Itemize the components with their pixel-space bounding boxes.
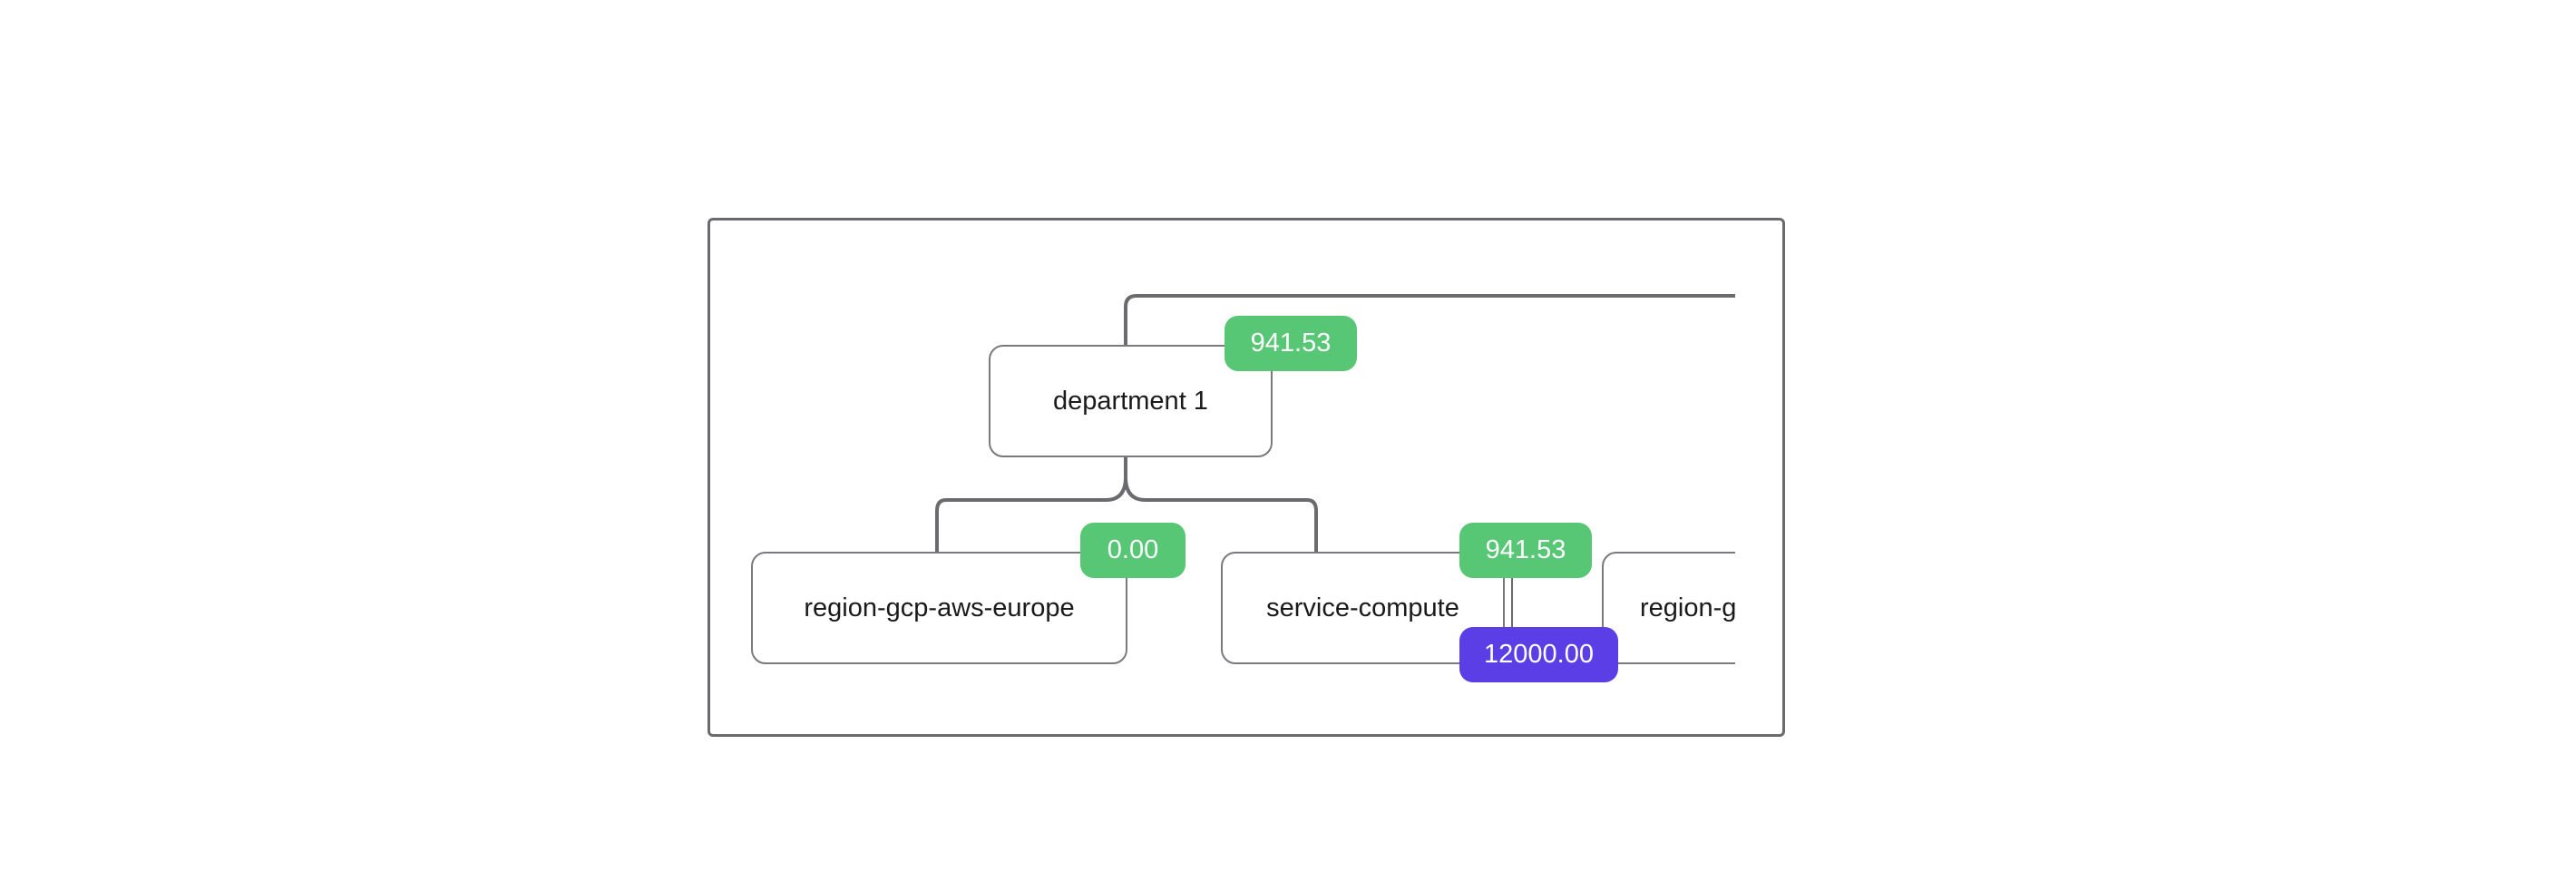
node-region-gcp-aws-europe[interactable]: region-gcp-aws-europe (751, 552, 1127, 664)
node-department-1[interactable]: department 1 (989, 345, 1273, 457)
diagram-viewport[interactable]: department 1 941.53 region-gcp-aws-europ… (710, 220, 1735, 734)
node-service-compute-label: service-compute (1266, 593, 1459, 622)
badge-service-compute-value: 941.53 (1459, 523, 1592, 578)
connector-department-service-compute (1124, 476, 1318, 552)
badge-region-gcp-aws-europe-value: 0.00 (1080, 523, 1186, 578)
connector-lines (935, 294, 1735, 632)
node-service-compute[interactable]: service-compute (1221, 552, 1505, 664)
badge-department-1-value: 941.53 (1225, 316, 1357, 371)
badge-service-compute-budget: 12000.00 (1459, 627, 1618, 682)
connector-root-department (1124, 294, 1735, 345)
node-region-clipped-label: region-gcp-aws-us (1640, 593, 1735, 622)
node-region-clipped[interactable]: region-gcp-aws-us (1602, 552, 1735, 664)
node-department-1-label: department 1 (1053, 386, 1208, 416)
node-region-gcp-aws-europe-label: region-gcp-aws-europe (804, 593, 1075, 622)
diagram-frame: department 1 941.53 region-gcp-aws-europ… (707, 218, 1785, 737)
connector-department-region-europe (935, 476, 1127, 552)
